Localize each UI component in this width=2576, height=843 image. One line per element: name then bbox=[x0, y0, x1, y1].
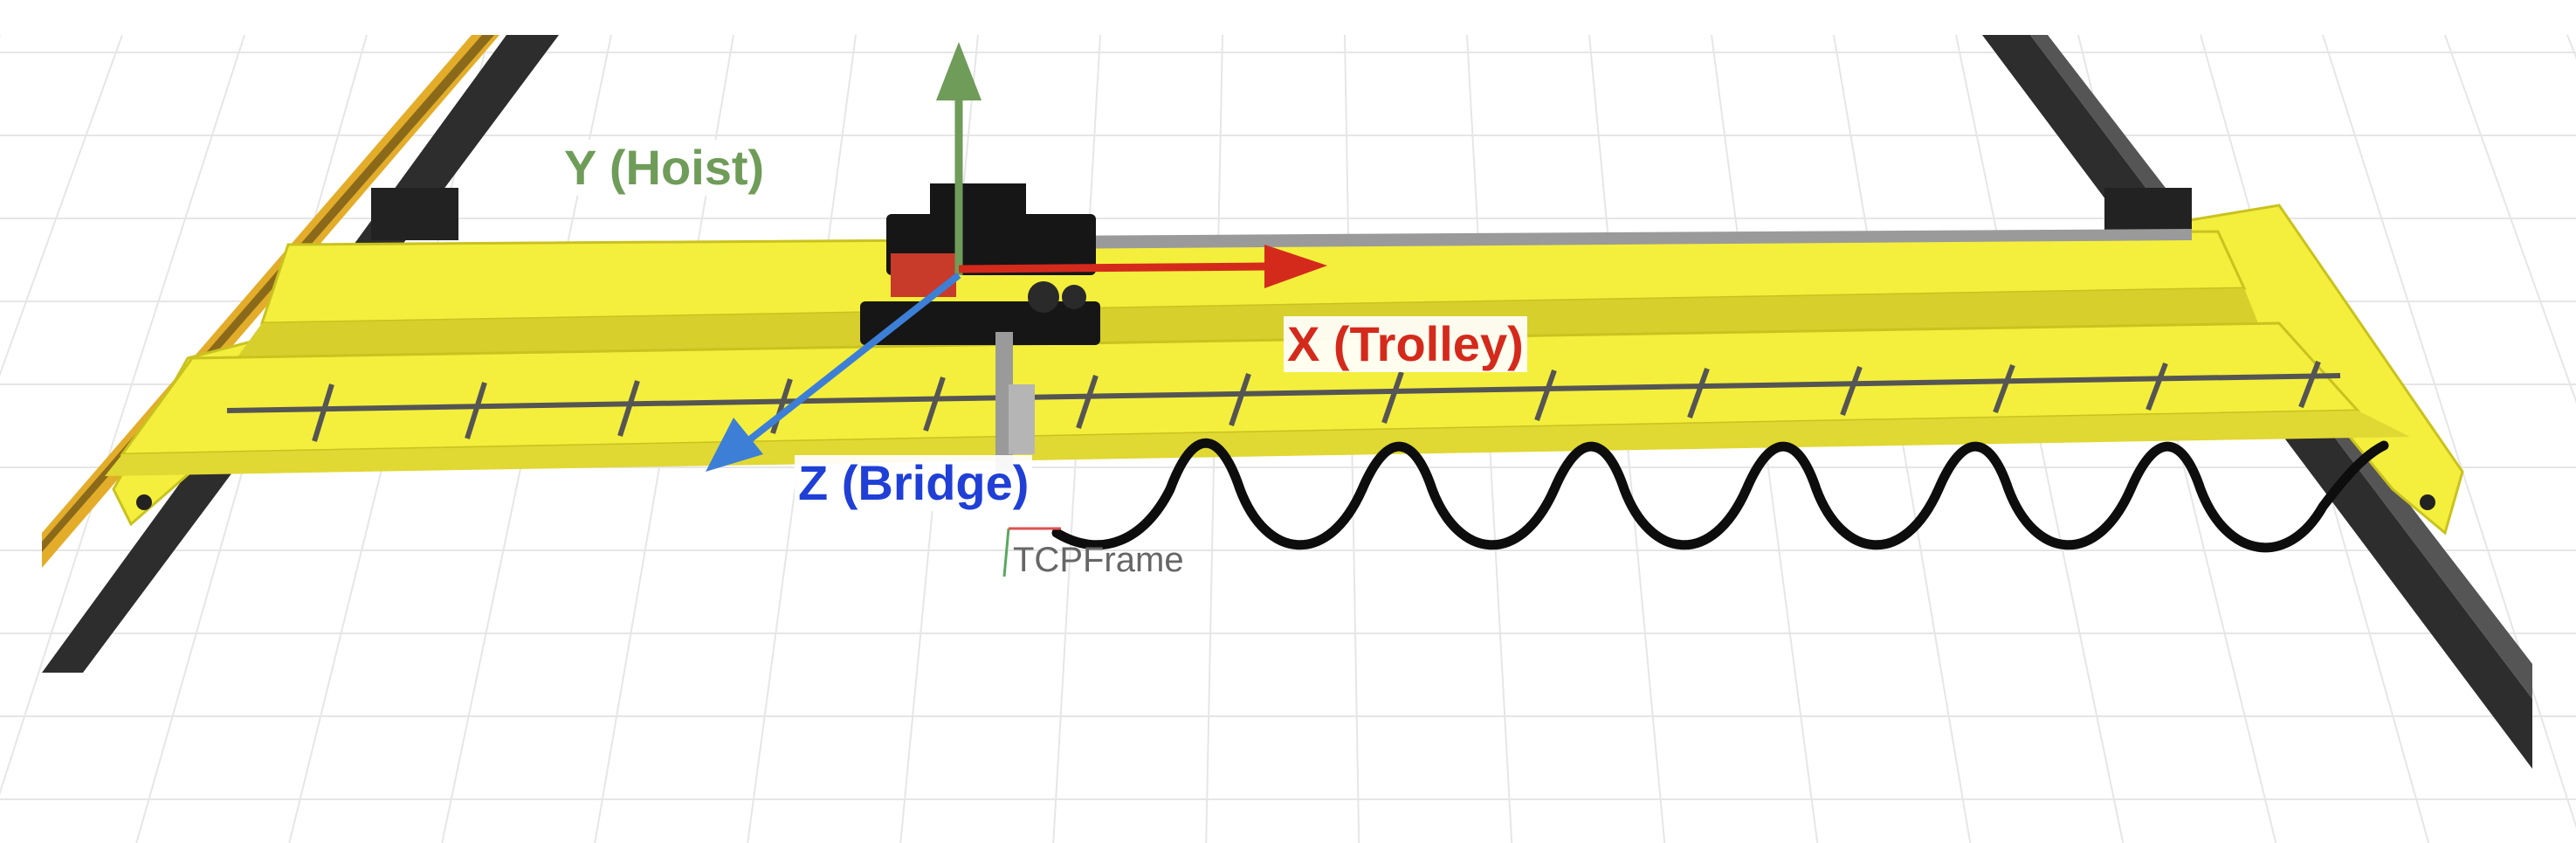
tcp-frame-marker bbox=[1002, 527, 1061, 577]
axis-label-hoist: Y (Hoist) bbox=[561, 140, 768, 196]
bridge-girder-front bbox=[105, 321, 2410, 476]
axis-arrow-hoist bbox=[936, 42, 981, 275]
axis-arrow-bridge bbox=[706, 272, 961, 472]
axis-label-bridge: Z (Bridge) bbox=[795, 455, 1033, 511]
festoon-cable-icon bbox=[1051, 439, 2389, 553]
axis-label-trolley: X (Trolley) bbox=[1284, 316, 1527, 372]
walkway-railing bbox=[226, 360, 2341, 442]
tcp-frame-label: TCPFrame bbox=[1013, 541, 1184, 579]
crane-trolley-icon bbox=[860, 183, 1100, 472]
axis-arrow-trolley bbox=[958, 245, 1327, 288]
